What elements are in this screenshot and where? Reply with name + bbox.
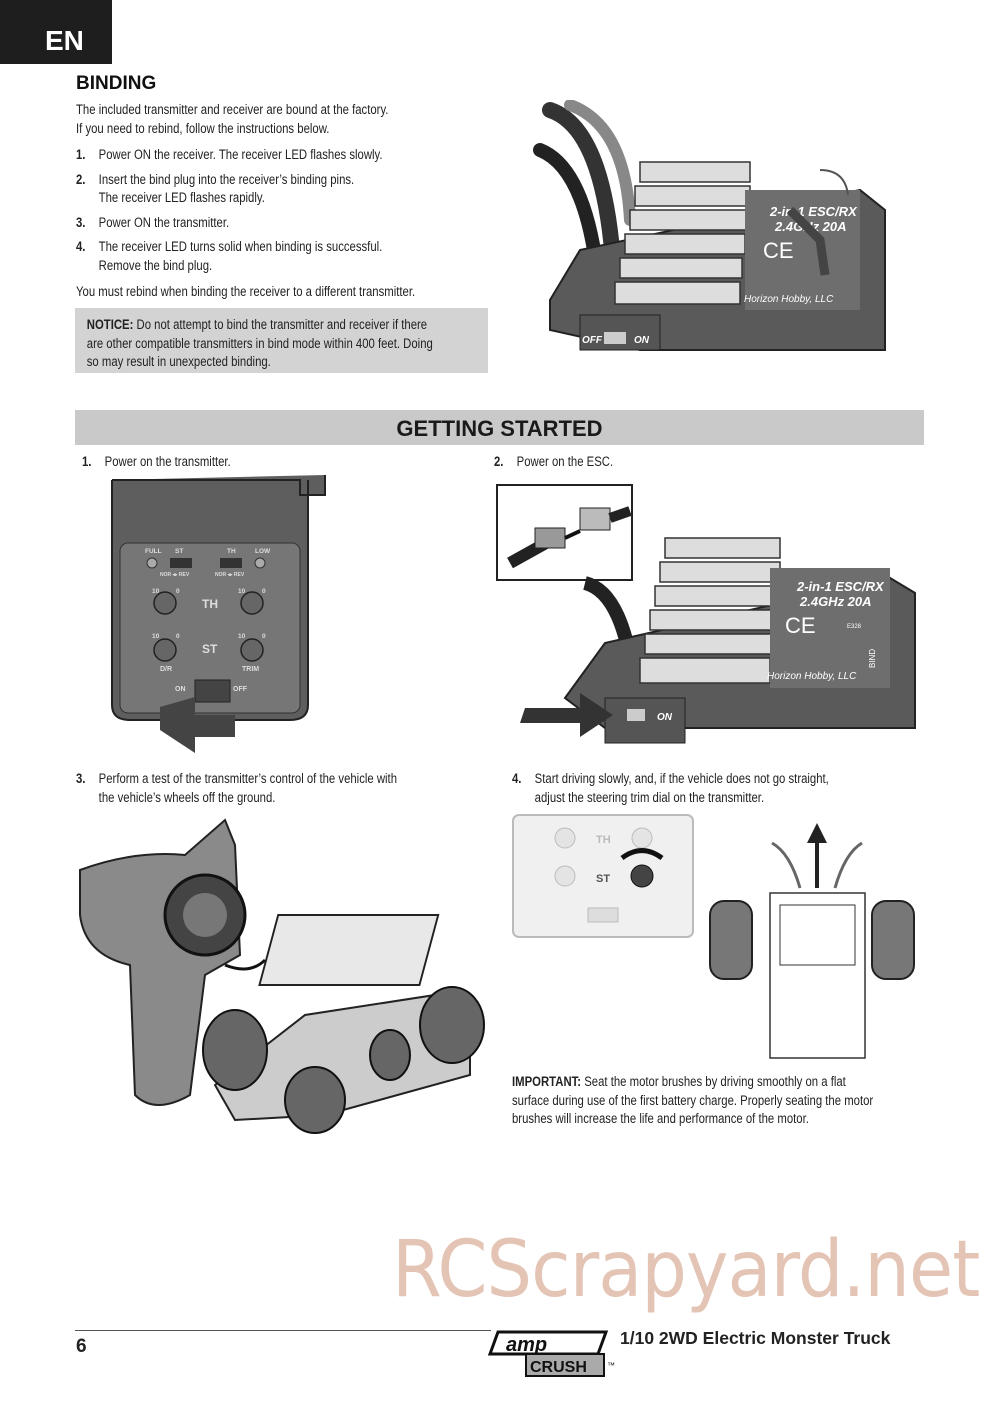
footer-divider	[75, 1330, 491, 1331]
e-mark: E328	[847, 624, 862, 630]
dial-scale: 0	[262, 588, 266, 595]
th-label: TH	[202, 597, 218, 611]
dial-scale: 0	[176, 588, 180, 595]
gs-step-1: 1.Power on the transmitter.	[82, 454, 231, 469]
binding-step-4: 4.The receiver LED turns solid when bind…	[76, 239, 383, 273]
binding-step-2: 2.Insert the bind plug into the receiver…	[76, 171, 355, 206]
page-number: 6	[76, 1336, 87, 1357]
gs-step-4: 4.Start driving slowly, and, if the vehi…	[512, 771, 829, 805]
esc-power-illustration: 2-in-1 ESC/RX 2.4GHz 20A CE E328 BIND Ho…	[496, 484, 916, 744]
power-switch	[627, 709, 645, 721]
st-switch-label: ST	[175, 548, 183, 555]
on-label: ON	[175, 686, 186, 693]
intro-line: The included transmitter and receiver ar…	[76, 102, 389, 117]
trim-label: TRIM	[242, 666, 259, 673]
power-switch	[604, 332, 626, 344]
trademark: ™	[607, 1361, 615, 1370]
on-label: ON	[634, 335, 650, 346]
notice-box: NOTICE: Do not attempt to bind the trans…	[75, 308, 488, 373]
language-tab: EN	[0, 0, 112, 64]
ce-mark: CE	[785, 613, 816, 638]
st-label: ST	[202, 642, 218, 656]
esc-bind-illustration: 2-in-1 ESC/RX 2.4GHz 20A CE Horizon Hobb…	[533, 100, 886, 351]
gs-step-3: 3.Perform a test of the transmitter’s co…	[76, 771, 398, 805]
steering-trim-dial	[630, 864, 654, 888]
svg-text:amp: amp	[506, 1334, 547, 1356]
rebind-note: You must rebind when binding the receive…	[76, 284, 416, 299]
getting-started-header: GETTING STARTED	[75, 410, 924, 445]
transmitter-illustration: FULL ST TH LOW NOR ◂▸ REV NOR ◂▸ REV 10 …	[111, 475, 326, 753]
gs-step-2: 2.Power on the ESC.	[494, 454, 614, 469]
dial-scale: 0	[176, 633, 180, 640]
amp-crush-logo: amp CRUSH ™	[488, 1330, 615, 1377]
bind-plug	[786, 206, 830, 276]
esc-model-label: 2-in-1 ESC/RX	[796, 579, 885, 594]
th-nor-rev-label: NOR ◂▸ REV	[215, 572, 245, 578]
off-label: OFF	[233, 686, 248, 693]
dial-scale: 10	[238, 588, 246, 595]
th-label: TH	[596, 834, 611, 846]
dial-scale: 10	[152, 633, 160, 640]
binding-title: BINDING	[76, 73, 157, 94]
important-note: IMPORTANT: Seat the motor brushes by dri…	[512, 1074, 874, 1126]
st-nor-rev-label: NOR ◂▸ REV	[160, 572, 190, 578]
ce-mark: CE	[763, 238, 794, 263]
binding-text: The included transmitter and receiver ar…	[76, 101, 415, 302]
intro-line: If you need to rebind, follow the instru…	[76, 120, 330, 136]
esc-model-label: 2-in-1 ESC/RX	[769, 204, 858, 219]
steering-trim-illustration: TH ST	[512, 814, 915, 1059]
svg-text:CRUSH: CRUSH	[530, 1359, 587, 1376]
bind-label: BIND	[868, 649, 877, 668]
binding-step-1: 1.Power ON the receiver. The receiver LE…	[76, 147, 383, 162]
st-label: ST	[596, 873, 610, 885]
dial-scale: 10	[238, 633, 246, 640]
maker-label: Horizon Hobby, LLC	[767, 671, 857, 682]
off-label: OFF	[582, 335, 603, 346]
dr-label: D/R	[160, 666, 172, 673]
power-switch	[194, 679, 231, 703]
dial-scale: 0	[262, 633, 266, 640]
th-switch-label: TH	[227, 548, 236, 555]
truck-test-illustration	[79, 818, 485, 1134]
dial-scale: 10	[152, 588, 160, 595]
maker-label: Horizon Hobby, LLC	[744, 294, 834, 305]
product-title: 1/10 2WD Electric Monster Truck	[620, 1328, 891, 1348]
on-label: ON	[657, 712, 673, 723]
low-label: LOW	[255, 548, 271, 555]
full-label: FULL	[145, 548, 162, 555]
binding-step-3: 3.Power ON the transmitter.	[76, 214, 230, 230]
watermark: RCScrapyard.net	[392, 1225, 980, 1315]
esc-spec-label: 2.4GHz 20A	[799, 594, 872, 609]
